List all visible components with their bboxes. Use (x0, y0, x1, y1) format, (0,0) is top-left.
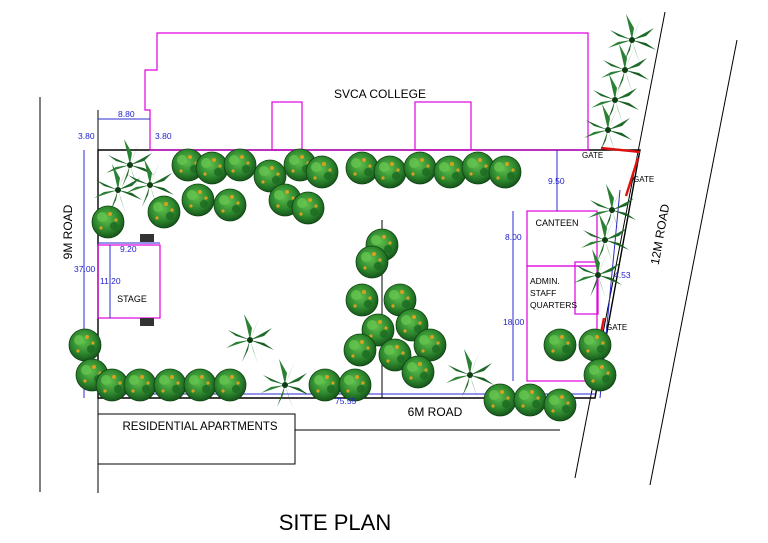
road-6m-label: 6M ROAD (408, 405, 463, 419)
dim-8-00: 8.00 (505, 232, 522, 242)
residential-apartments-block (97, 413, 296, 465)
dim-8-80: 8.80 (118, 109, 135, 119)
dim-3-80-left: 3.80 (78, 131, 95, 141)
gate-mid-label: GATE (633, 175, 654, 184)
road-12m-label: 12M ROAD (648, 203, 672, 266)
dim-3-80-right: 3.80 (155, 131, 172, 141)
stage-building (97, 244, 161, 319)
dim-37-00: 37.00 (74, 264, 96, 274)
dim-right-small: 4.53 (614, 270, 631, 280)
college-label: SVCA COLLEGE (334, 87, 426, 101)
gate-right-label: GATE (606, 323, 627, 332)
canteen-label: CANTEEN (535, 218, 578, 228)
road-9m-label: 9M ROAD (61, 204, 75, 259)
dim-9-20: 9.20 (120, 244, 137, 254)
dim-11-20: 11.20 (100, 276, 121, 286)
stage-steps-top (140, 234, 154, 242)
college-wing-left (271, 101, 303, 151)
college-building (144, 32, 589, 151)
residential-label: RESIDENTIAL APARTMENTS (122, 421, 277, 433)
dim-18-00: 18.00 (503, 317, 525, 327)
dim-9-50: 9.50 (548, 176, 565, 186)
gate-top-label: GATE (582, 151, 603, 160)
admin-label-line3: QUARTERS (530, 300, 577, 310)
site-plan-title: SITE PLAN (279, 510, 391, 535)
stage-label: STAGE (117, 294, 147, 304)
stage-steps-bottom (140, 318, 154, 326)
college-wing-right (414, 101, 472, 151)
admin-staff-quarters-building (526, 265, 598, 382)
admin-label-line1: ADMIN. (530, 276, 560, 286)
admin-label-line2: STAFF (530, 288, 556, 298)
dim-75-55: 75.55 (335, 396, 357, 406)
